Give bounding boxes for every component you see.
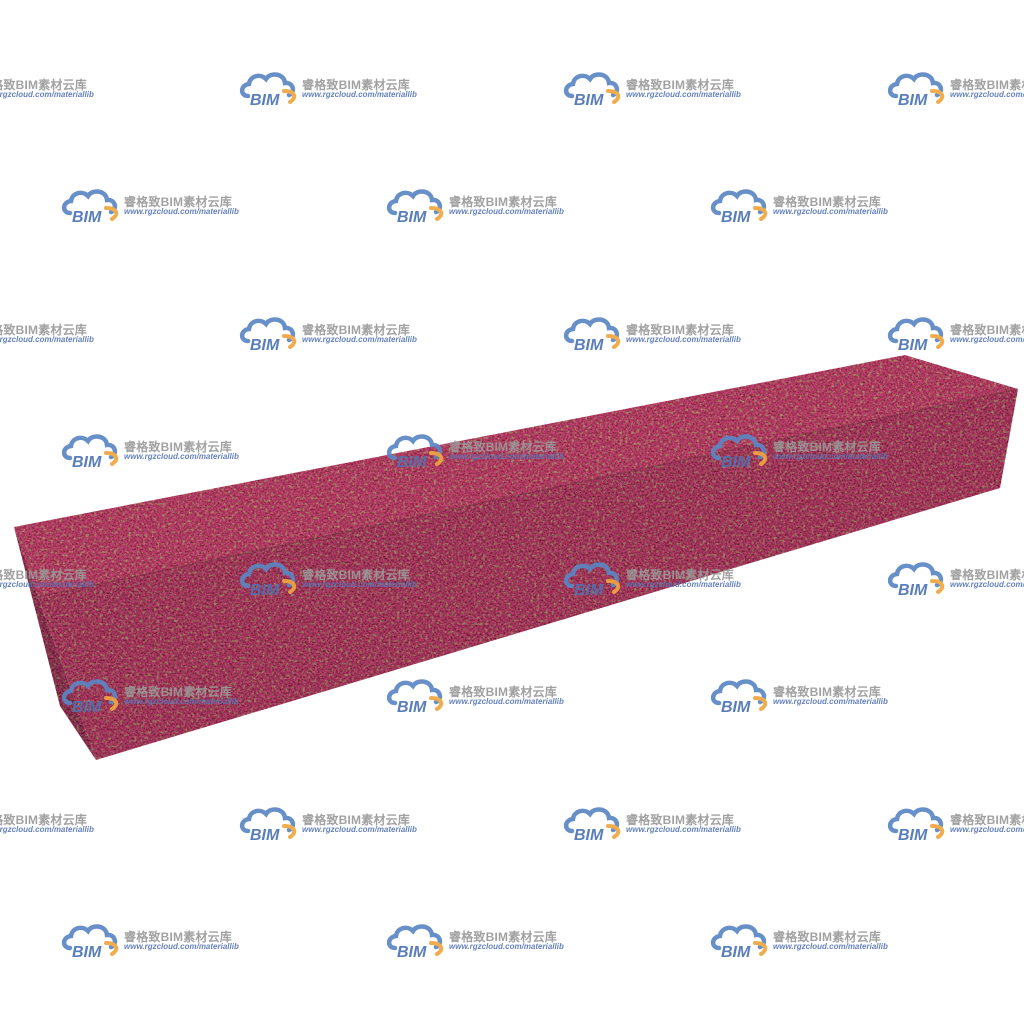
hedge-edge xyxy=(37,388,1019,598)
